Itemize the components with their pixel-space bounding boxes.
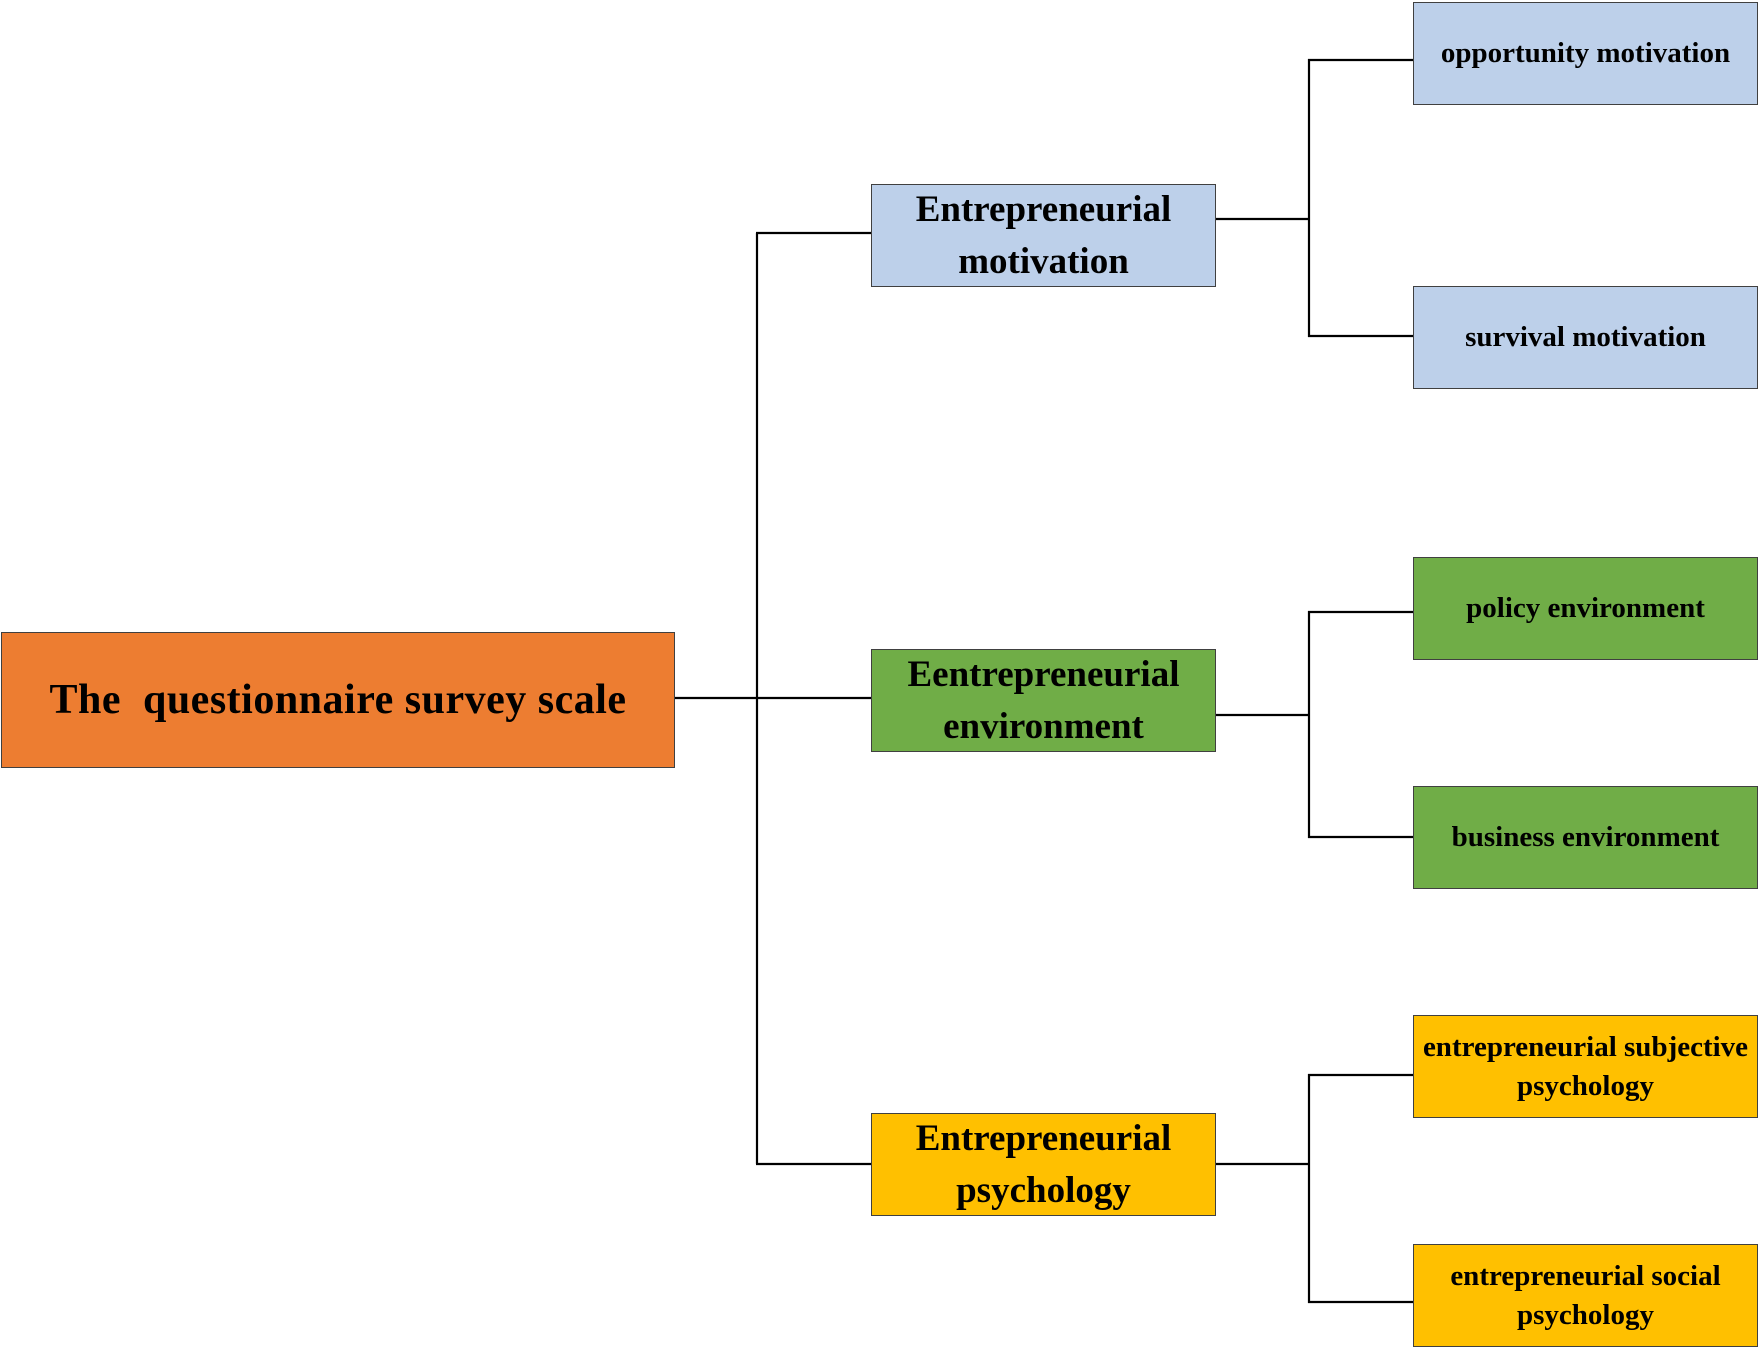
leaf-node-subjective-psychology: entrepreneurial subjective psychology (1413, 1015, 1758, 1118)
root-node-label: The questionnaire survey scale (49, 677, 627, 723)
leaf-label-subjective-psychology: entrepreneurial subjective psychology (1422, 1030, 1749, 1102)
leaf-node-policy-environment: policy environment (1413, 557, 1758, 660)
dimension-label-motivation: Entrepreneurial motivation (915, 188, 1172, 282)
leaf-label-survival-motivation: survival motivation (1465, 321, 1706, 353)
dimension-node-motivation: Entrepreneurial motivation (871, 184, 1216, 287)
leaf-node-opportunity-motivation: opportunity motivation (1413, 2, 1758, 105)
leaf-node-business-environment: business environment (1413, 786, 1758, 889)
leaf-label-social-psychology: entrepreneurial social psychology (1450, 1259, 1721, 1331)
dimension-node-psychology: Entrepreneurial psychology (871, 1113, 1216, 1216)
root-node: The questionnaire survey scale (1, 632, 675, 768)
leaf-node-survival-motivation: survival motivation (1413, 286, 1758, 389)
dimension-node-environment: Eentrepreneurial environment (871, 649, 1216, 752)
leaf-node-social-psychology: entrepreneurial social psychology (1413, 1244, 1758, 1347)
dimension-label-environment: Eentrepreneurial environment (907, 653, 1180, 747)
dimension-label-psychology: Entrepreneurial psychology (915, 1117, 1172, 1211)
leaf-label-policy-environment: policy environment (1466, 592, 1705, 624)
leaf-label-opportunity-motivation: opportunity motivation (1440, 37, 1731, 69)
leaf-label-business-environment: business environment (1451, 821, 1720, 853)
